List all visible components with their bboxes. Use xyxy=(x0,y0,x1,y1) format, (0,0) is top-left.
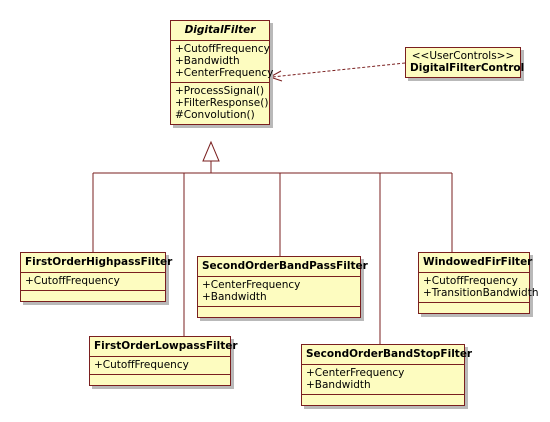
operations-section xyxy=(302,394,464,405)
class-name: WindowedFirFilter xyxy=(419,253,532,273)
attribute: +CutoffFrequency xyxy=(175,43,270,55)
attributes-section: +CenterFrequency +Bandwidth xyxy=(302,365,464,394)
attribute: +CenterFrequency xyxy=(306,367,405,379)
operations-section: +ProcessSignal() +FilterResponse() #Conv… xyxy=(171,82,269,124)
class-digital-filter-control[interactable]: <<UserControls>> DigitalFilterControl xyxy=(405,47,525,78)
class-name: DigitalFilter xyxy=(171,21,269,41)
class-first-order-lowpass-filter[interactable]: FirstOrderLowpassFilter +CutoffFrequency xyxy=(89,336,238,386)
operation: +ProcessSignal() xyxy=(175,85,265,97)
class-name: DigitalFilterControl xyxy=(410,62,525,74)
attributes-section: +CenterFrequency +Bandwidth xyxy=(198,277,360,306)
attribute: +CenterFrequency xyxy=(202,279,301,291)
class-second-order-bandpass-filter[interactable]: SecondOrderBandPassFilter +CenterFrequen… xyxy=(197,256,368,318)
operations-section xyxy=(198,306,360,317)
operation: +FilterResponse() xyxy=(175,97,269,109)
attribute: +CutoffFrequency xyxy=(423,275,518,287)
class-name: SecondOrderBandStopFilter xyxy=(302,345,472,365)
attribute: +Bandwidth xyxy=(306,379,371,391)
attributes-section: +CutoffFrequency +Bandwidth +CenterFrequ… xyxy=(171,41,274,82)
attributes-section: +CutoffFrequency xyxy=(90,357,230,374)
operations-section xyxy=(419,302,529,313)
class-first-order-highpass-filter[interactable]: FirstOrderHighpassFilter +CutoffFrequenc… xyxy=(20,252,172,302)
class-name: SecondOrderBandPassFilter xyxy=(198,257,368,277)
dependency-line xyxy=(271,62,406,78)
attributes-section: +CutoffFrequency xyxy=(21,273,165,290)
attribute: +Bandwidth xyxy=(202,291,267,303)
class-windowed-fir-filter[interactable]: WindowedFirFilter +CutoffFrequency +Tran… xyxy=(418,252,539,314)
attribute: +TransitionBandwidth xyxy=(423,287,539,299)
dependency-arrowhead xyxy=(268,70,283,82)
attribute: +CutoffFrequency xyxy=(94,359,189,371)
operations-section xyxy=(90,374,230,385)
stereotype: <<UserControls>> xyxy=(411,50,515,62)
attributes-section: +CutoffFrequency +TransitionBandwidth xyxy=(419,273,539,302)
class-digital-filter[interactable]: DigitalFilter +CutoffFrequency +Bandwidt… xyxy=(170,20,274,125)
operation: #Convolution() xyxy=(175,109,255,121)
class-name: FirstOrderHighpassFilter xyxy=(21,253,172,273)
generalization-lines xyxy=(92,161,453,344)
class-name: FirstOrderLowpassFilter xyxy=(90,337,238,357)
attribute: +CenterFrequency xyxy=(175,67,274,79)
attribute: +Bandwidth xyxy=(175,55,240,67)
attribute: +CutoffFrequency xyxy=(25,275,120,287)
class-second-order-bandstop-filter[interactable]: SecondOrderBandStopFilter +CenterFrequen… xyxy=(301,344,472,406)
generalization-arrowhead xyxy=(202,140,220,162)
class-header: <<UserControls>> DigitalFilterControl xyxy=(406,48,525,77)
operations-section xyxy=(21,290,165,301)
